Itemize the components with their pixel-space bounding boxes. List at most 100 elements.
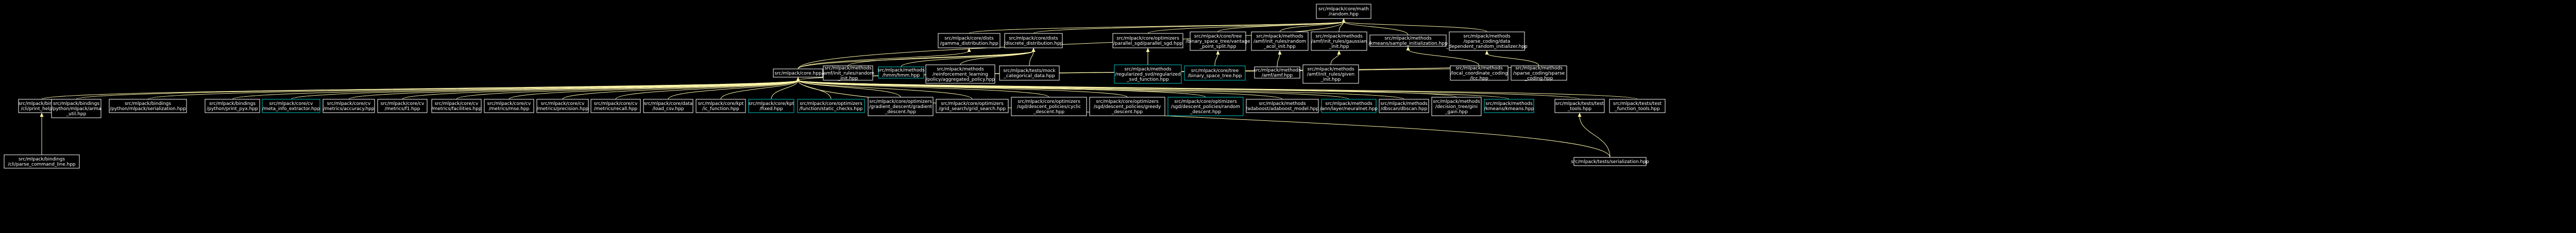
node-label: /gradient_descent/gradient [869,104,933,110]
graph-node-py-json[interactable]: src/mlpack/bindings/python/print_pyx.hpp [205,99,260,113]
graph-node-cli-parse[interactable]: src/mlpack/bindings/cli/parse_command_li… [4,154,80,169]
node-box [696,99,746,113]
graph-node-ann-ffn[interactable]: src/mlpack/methods/ann/layer/neuralnet.h… [1320,99,1378,113]
node-box [938,33,1001,48]
graph-node-core-vantage[interactable]: src/mlpack/core/tree/binary_space_tree/v… [1186,31,1250,51]
node-label: _gain.hpp [1445,110,1468,115]
graph-node-sgd-cyclic[interactable]: src/mlpack/core/optimizers/sgd/descent_p… [1011,97,1087,116]
graph-node-m-precision[interactable]: src/mlpack/core/cv/metrics/precision.hpp [536,99,589,113]
node-label: src/mlpack/core/tree [1194,34,1242,39]
node-label: /adaboost/adaboost_model.hpp [1246,106,1319,112]
graph-node-m-mse[interactable]: src/mlpack/core/cv/metrics/mse.hpp [484,99,534,113]
graph-node-local-coord[interactable]: src/mlpack/methods/local_coordinate_codi… [1450,65,1509,81]
graph-node-m-recall[interactable]: src/mlpack/core/cv/metrics/recall.hpp [590,99,641,113]
node-label: _descent.hpp [1111,110,1143,115]
include-edge [1217,21,1344,32]
node-label: /local_coordinate_coding [1450,71,1507,76]
graph-node-opt-parallel-sgd[interactable]: src/mlpack/core/optimizers/parallel_sgd/… [1112,33,1183,48]
graph-node-tests-test-func[interactable]: src/mlpack/tests/test_function_tools.hpp [1609,99,1666,113]
graph-node-kmeans[interactable]: src/mlpack/methods/kmeans/kmeans.hpp [1484,99,1534,113]
edge-arrowhead [1216,50,1220,55]
graph-node-init-gaussian[interactable]: src/mlpack/methods/amf/init_rules/gaussi… [1311,31,1367,51]
include-edge [798,21,1344,69]
graph-node-hmm[interactable]: src/mlpack/methods/hmm/hmm.hpp [877,66,925,79]
graph-node-tests-test-tools[interactable]: src/mlpack/tests/test_tools.hpp [1554,99,1605,113]
include-edge [562,80,799,100]
include-edge [1486,53,1539,66]
node-label: src/mlpack/methods [1253,68,1301,73]
graph-node-dbscan[interactable]: src/mlpack/methods/dbscan/dbscan.hpp [1379,99,1429,113]
node-label: /amf/init_rules/random [1253,39,1306,44]
node-label: /reinforcement_learning [933,72,988,77]
node-label: /binary_space_tree.hpp [1188,74,1242,79]
graph-node-sgd-random[interactable]: src/mlpack/core/optimizers/sgd/descent_p… [1167,97,1244,116]
graph-node-sparse-coding[interactable]: src/mlpack/methods/sparse_coding/sparse_… [1511,65,1567,81]
node-box [1379,99,1429,113]
graph-node-dists-gamma[interactable]: src/mlpack/core/dists/gamma_distribution… [938,33,1001,48]
graph-node-meta-info[interactable]: src/mlpack/core/cv/meta_info_extractor.h… [262,99,320,113]
node-label: _point_split.hpp [1199,44,1236,49]
node-box [1484,99,1534,113]
include-edge [348,80,799,100]
node-label: _tools.hpp [1567,106,1592,112]
graph-node-load-csv[interactable]: src/mlpack/core/data/load_csv.hpp [643,99,693,113]
graph-node-regularized-svd[interactable]: src/mlpack/methods/regularized_svd/regul… [1114,64,1182,84]
include-edge [1408,49,1480,66]
node-label: src/mlpack/methods [1384,36,1432,41]
node-box [936,99,1009,113]
node-label: src/mlpack/core/cv [381,101,425,106]
node-label: _function_tools.hpp [1614,106,1660,112]
include-edge [1277,53,1280,67]
graph-node-init-random-acol[interactable]: src/mlpack/methods/amf/init_rules/random… [1251,31,1309,51]
node-label: _descent.hpp [885,110,916,115]
graph-node-rl-aggregated[interactable]: src/mlpack/methods/reinforcement_learnin… [925,64,995,84]
graph-node-binary-space-tree[interactable]: src/mlpack/core/tree/binary_space_tree.h… [1184,65,1246,81]
graph-node-amf-amf[interactable]: src/mlpack/methods/amf/amf.hpp [1253,66,1301,79]
graph-node-sgd-greedy[interactable]: src/mlpack/core/optimizers/sgd/descent_p… [1089,97,1165,116]
graph-node-dists-discrete[interactable]: src/mlpack/core/dists/discrete_distribut… [1004,33,1063,48]
include-edge [456,80,799,100]
graph-node-tests-mock[interactable]: src/mlpack/tests/mock_categorical_data.h… [999,65,1060,81]
graph-node-amf-random-init[interactable]: src/mlpack/methods/amf/init_rules/random… [822,65,874,81]
graph-node-ic-function[interactable]: src/mlpack/core/kpt/ic_function.hpp [696,99,746,113]
node-label: src/mlpack/methods [1515,66,1563,71]
node-label: /decision_tree/gini [1435,104,1478,110]
node-box [1316,4,1371,19]
node-label: src/mlpack/methods [1433,99,1480,104]
graph-node-py-serial[interactable]: src/mlpack/bindings/python/mlpack/serial… [109,99,187,113]
node-label: _init.hpp [838,76,858,81]
graph-node-m-f1[interactable]: src/mlpack/core/cv/metrics/f1.hpp [377,99,428,113]
node-box [1554,99,1605,113]
node-label: /metrics/f1.hpp [385,106,420,112]
node-label: src/mlpack/core/optimizers [1116,36,1179,41]
graph-node-py-param[interactable]: src/mlpack/bindings/python/mlpack/arma_u… [51,99,101,118]
graph-node-sparse-coding-init[interactable]: src/mlpack/methods/sparse_coding/data_de… [1446,31,1528,51]
include-edge [798,80,1049,98]
node-label: src/mlpack/core/optimizers [800,101,862,106]
graph-node-kmeans-sample[interactable]: src/mlpack/methods/kmeans/sample_initial… [1368,34,1448,47]
node-label: src/mlpack/core/dists [944,36,994,41]
node-label: _coding.hpp [1524,76,1553,81]
edge-arrowhead [1337,50,1341,55]
node-box [925,64,995,84]
node-label: /grid_search/grid_search.hpp [939,106,1006,112]
node-label: _init.hpp [1329,44,1349,49]
node-label: _descent.hpp [1190,110,1221,115]
graph-node-adaboost-model[interactable]: src/mlpack/methods/adaboost/adaboost_mod… [1246,99,1319,113]
graph-node-static-checks[interactable]: src/mlpack/core/optimizers/function/stat… [797,99,865,113]
graph-node-gradient-descent[interactable]: src/mlpack/core/optimizers/gradient_desc… [868,97,934,116]
graph-node-tests-serial[interactable]: src/mlpack/tests/serialization.hpp [1571,157,1649,166]
node-label: _svd_function.hpp [1126,77,1169,82]
include-edge [509,80,799,100]
graph-node-svd-complete[interactable]: src/mlpack/methods/amf/init_rules/given_… [1302,64,1359,84]
node-label: src/mlpack/core/cv [541,101,585,106]
graph-node-kpt-fixed[interactable]: src/mlpack/core/kpt/fixed.hpp [748,99,794,113]
edge-arrowhead [1146,48,1150,52]
graph-node-m-facilities[interactable]: src/mlpack/core/cv/metrics/facilities.hp… [431,99,482,113]
graph-node-grid-search[interactable]: src/mlpack/core/optimizers/grid_search/g… [936,99,1009,113]
graph-node-core-hpp[interactable]: src/mlpack/core.hpp [773,68,823,78]
node-box [868,97,934,116]
graph-node-dt-gain[interactable]: src/mlpack/methods/decision_tree/gini_ga… [1431,97,1482,116]
graph-node-m-accuracy[interactable]: src/mlpack/core/cv/metrics/accuracy.hpp [323,99,375,113]
node-label: src/mlpack/core/optimizers [869,99,932,104]
